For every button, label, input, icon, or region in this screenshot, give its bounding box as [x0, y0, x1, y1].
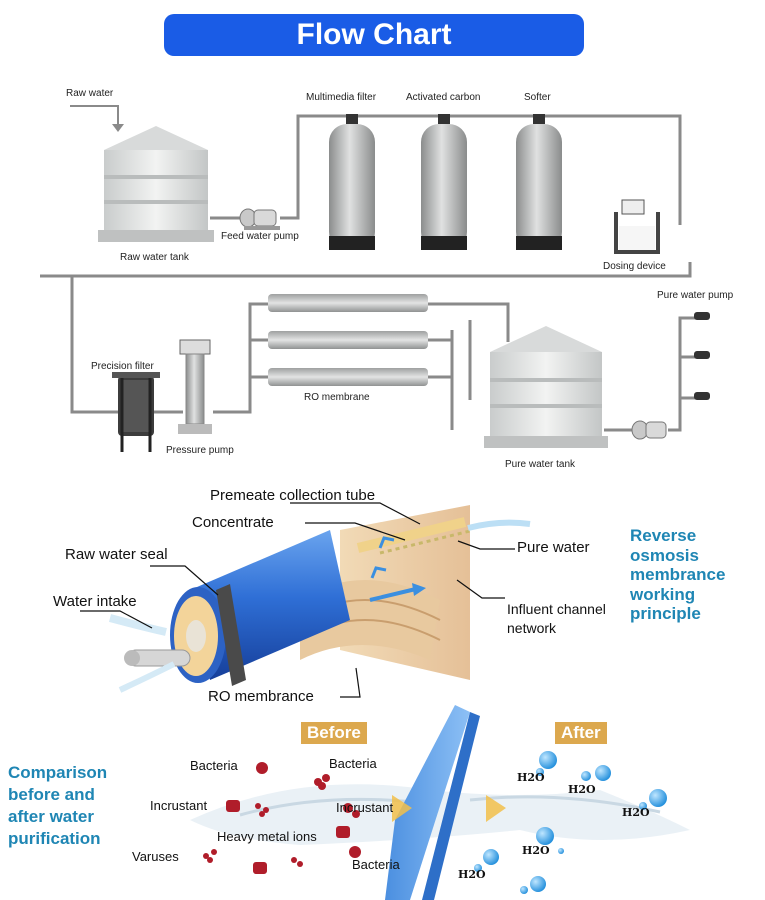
- label-heavy-metal: Heavy metal ions: [217, 829, 317, 844]
- contaminant-icons: [203, 762, 361, 874]
- label-bacteria-bottom: Bacteria: [352, 857, 400, 872]
- raw-water-tank-icon: [98, 126, 214, 242]
- label-influent-2: network: [507, 620, 557, 636]
- activated-carbon-icon: [421, 114, 467, 250]
- ro-principle-heading: Reverse osmosis membrance working princi…: [630, 526, 726, 623]
- label-pure-water-tank: Pure water tank: [505, 459, 576, 470]
- label-influent-1: Influent channel: [507, 601, 606, 617]
- softer-icon: [516, 114, 562, 250]
- pure-water-tank-icon: [484, 326, 608, 448]
- label-pressure-pump: Pressure pump: [166, 445, 234, 456]
- tap-outlets-icon: [694, 312, 710, 400]
- label-bacteria-left: Bacteria: [190, 758, 238, 773]
- comparison-illustration: [190, 705, 690, 900]
- label-pure-water: Pure water: [517, 539, 590, 556]
- feed-water-pump-icon: [239, 208, 280, 230]
- label-concentrate: Concentrate: [192, 514, 274, 531]
- multimedia-filter-icon: [329, 114, 375, 250]
- dosing-device-icon: [614, 199, 660, 254]
- label-ro-membrane: RO membrane: [304, 392, 370, 403]
- pure-water-pump-icon: [631, 420, 667, 440]
- ro-membrane-element-illustration: [108, 505, 531, 693]
- label-water-intake: Water intake: [53, 593, 137, 610]
- label-h2o-2: H2O: [568, 783, 596, 796]
- label-permeate-tube: Premeate collection tube: [210, 487, 376, 504]
- label-h2o-5: H2O: [458, 868, 486, 881]
- label-activated-carbon: Activated carbon: [406, 92, 481, 103]
- label-h2o-3: H2O: [622, 806, 650, 819]
- label-raw-water-tank: Raw water tank: [120, 252, 189, 263]
- after-tag: After: [555, 722, 607, 744]
- pipe-network: [40, 114, 704, 432]
- leader-lines: [80, 502, 515, 698]
- label-softer: Softer: [524, 92, 551, 103]
- label-feed-water-pump: Feed water pump: [221, 231, 299, 242]
- label-multimedia-filter: Multimedia filter: [306, 92, 377, 103]
- label-incrustant-left: Incrustant: [150, 798, 208, 813]
- label-raw-water-seal: Raw water seal: [65, 546, 168, 563]
- raw-water-arrow-icon: [70, 105, 124, 132]
- precision-filter-icon: [112, 372, 160, 452]
- label-raw-water: Raw water: [66, 88, 114, 99]
- ro-membrane-vessels-icon: [268, 294, 428, 386]
- label-incrustant-mid: Incrustant: [336, 800, 394, 815]
- label-h2o-4: H2O: [522, 844, 550, 857]
- before-tag: Before: [301, 722, 367, 744]
- label-precision-filter: Precision filter: [91, 361, 154, 372]
- label-dosing-device: Dosing device: [603, 261, 666, 272]
- title-banner: Flow Chart: [164, 14, 584, 56]
- label-ro-membrance: RO membrance: [208, 688, 314, 705]
- label-bacteria-top: Bacteria: [329, 756, 377, 771]
- label-pure-water-pump: Pure water pump: [657, 290, 734, 301]
- water-droplet-icons: [474, 751, 667, 894]
- label-viruses: Varuses: [132, 849, 179, 864]
- pressure-pump-icon: [178, 339, 212, 434]
- comparison-heading: Comparison before and after water purifi…: [8, 763, 108, 848]
- label-h2o-1: H2O: [517, 771, 545, 784]
